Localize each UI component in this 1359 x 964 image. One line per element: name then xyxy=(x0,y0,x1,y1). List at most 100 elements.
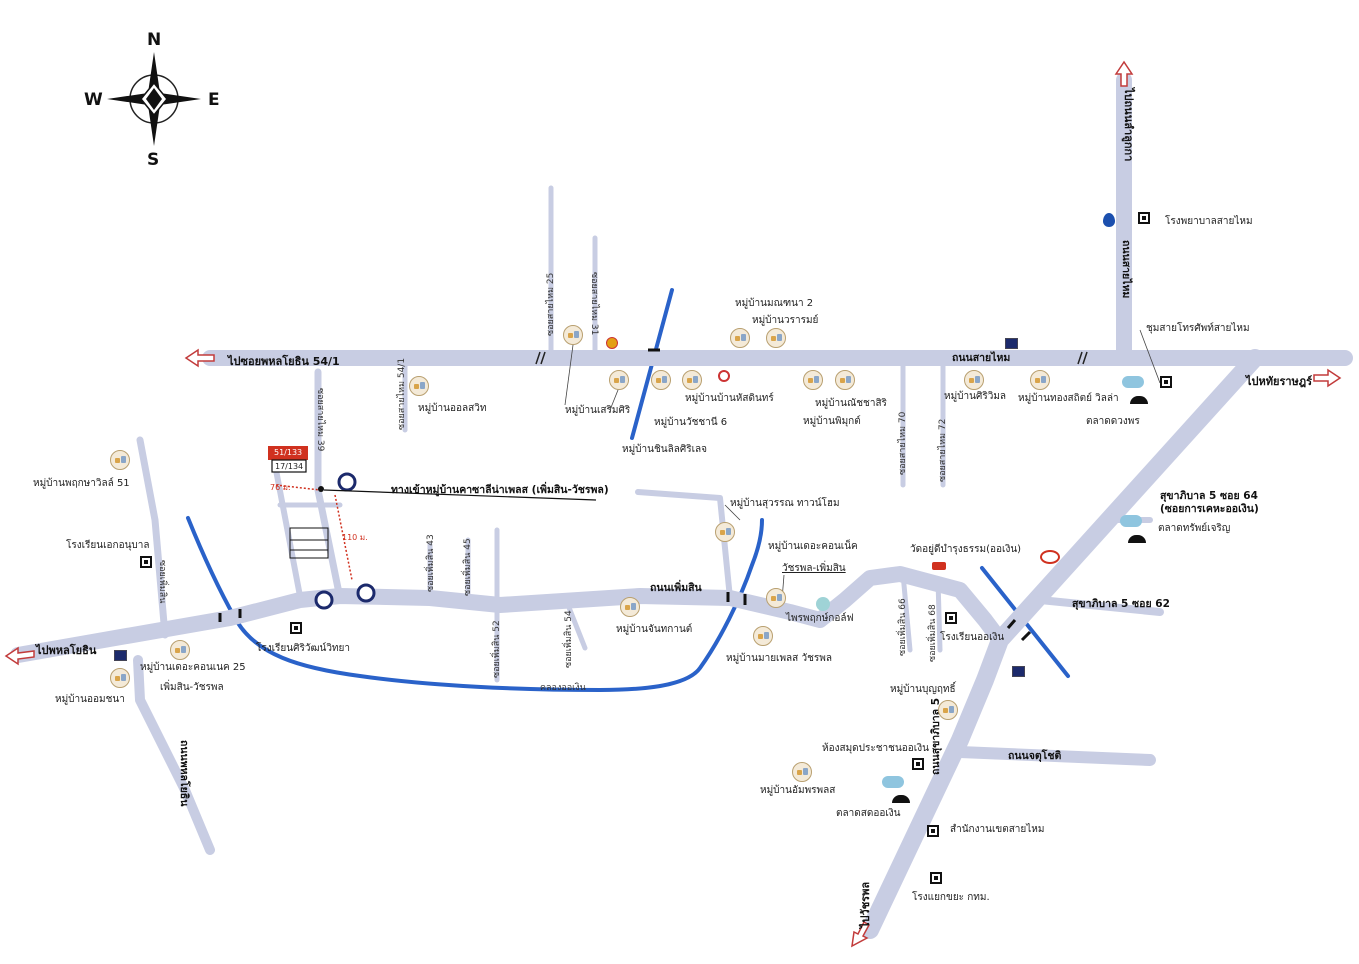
bridges xyxy=(218,348,1032,642)
fuel-station-icon xyxy=(1103,213,1115,227)
road-label-soi31: ซอยสายไหม 31 xyxy=(589,272,599,336)
label-v-sermsiri: หมู่บ้านเสริมศิริ xyxy=(565,405,631,416)
compass-north-label: N xyxy=(147,30,162,50)
label-v-thongsathit: หมู่บ้านทองสถิตย์ วิลล่า xyxy=(1018,393,1119,404)
village-icon xyxy=(753,626,773,646)
label-v-manthana2: หมู่บ้านมณฑนา 2 xyxy=(735,298,814,309)
dest-west-bottom: ไปพหลโยธิน xyxy=(36,644,97,657)
road-label-sukha5-64b: (ซอยการเคหะออเงิน) xyxy=(1160,503,1259,515)
label-v-warom: หมู่บ้านวรารมย์ xyxy=(752,315,819,326)
village-icon xyxy=(110,450,130,470)
entrance-marks xyxy=(268,446,597,581)
golf-icon xyxy=(816,597,830,611)
road-network xyxy=(10,72,1353,939)
label-v-decondo25b: เพิ่มสิน-วัชรพล xyxy=(160,682,224,693)
road-label-chot: ถนนจตุโชติ xyxy=(1008,750,1062,762)
market-cloud-icon xyxy=(1122,376,1144,388)
village-icon xyxy=(620,597,640,617)
label-v-mypolace: หมู่บ้านมายเพลส วัชรพล xyxy=(726,653,832,664)
label-district-office: สำนักงานเขตสายไหม xyxy=(950,824,1045,835)
hospital-icon xyxy=(1138,212,1150,224)
bank-icon xyxy=(1005,338,1018,349)
village-icon xyxy=(1030,370,1050,390)
label-lot-2: 17/134 xyxy=(275,462,304,471)
village-icon xyxy=(803,370,823,390)
road-label-soi68: ซอยเพิ่มสิน 68 xyxy=(928,604,938,662)
road-label-soi72: ซอยสายไหม 72 xyxy=(938,418,948,482)
road-break-marks xyxy=(535,351,1088,365)
label-school-siriwat: โรงเรียนศิริวัฒน์วิทยา xyxy=(256,643,350,654)
village-icon xyxy=(766,328,786,348)
umbrella-icon xyxy=(1128,535,1146,543)
school-icon xyxy=(290,622,302,634)
label-hospital: โรงพยาบาลสายไหม xyxy=(1165,216,1253,227)
village-icon xyxy=(409,376,429,396)
label-market-duangphon: ตลาดดวงพร xyxy=(1086,416,1140,427)
village-icon xyxy=(964,370,984,390)
village-icon xyxy=(563,325,583,345)
label-v-pruksa51: หมู่บ้านพฤกษาวิลล์ 51 xyxy=(33,478,130,489)
label-v-phimuk: หมู่บ้านพิมุกต์ xyxy=(803,416,861,427)
dest-east-top: ไปหทัยราษฎร์ xyxy=(1246,375,1313,388)
road-label-bottom-left: ถนนพหลโยธิน xyxy=(178,740,190,807)
compass-south-label: S xyxy=(147,150,160,170)
compass-west-label: W xyxy=(84,90,103,110)
village-icon xyxy=(682,370,702,390)
label-v-bunrak: หมู่บ้านบุญฤทธิ์ xyxy=(890,684,956,695)
village-icon xyxy=(110,668,130,688)
village-icon xyxy=(651,370,671,390)
label-entrance: ทางเข้าหมู่บ้านคาซาลีน่าเพลส (เพิ่มสิน-ว… xyxy=(391,484,609,496)
road-sukhaphiban5 xyxy=(861,349,1264,939)
road-label-sai-mai: ถนนสายไหม xyxy=(952,352,1011,364)
label-v-decondo25: หมู่บ้านเดอะคอนเนค 25 xyxy=(140,662,246,673)
road-label-soi66: ซอยเพิ่มสิน 66 xyxy=(898,598,908,656)
road-label-soi-left: ซอยเพิ่มสิน xyxy=(157,560,167,604)
label-lot-1: 51/133 xyxy=(274,448,303,457)
umbrella-icon xyxy=(892,795,910,803)
village-icon xyxy=(609,370,629,390)
label-distance-110: 110 ม. xyxy=(342,533,368,542)
village-icon xyxy=(730,328,750,348)
label-v-decondo-2: วัชรพล-เพิ่มสิน xyxy=(782,563,846,574)
label-v-omchana: หมู่บ้านออมชนา xyxy=(55,694,125,705)
road-label-soi39: ซอยสายไหม 39 xyxy=(315,388,325,452)
label-v-hattsin: หมู่บ้านบ้านหัสดินทร์ xyxy=(685,393,774,404)
compass-rose xyxy=(107,52,201,146)
destination-arrows xyxy=(4,60,1342,948)
label-v-surawan: หมู่บ้านสุวรรณ ทาวน์โฮม xyxy=(730,498,840,509)
road-label-north: ถนนสายไหม xyxy=(1120,240,1132,299)
label-library: ห้องสมุดประชาชนออเงิน xyxy=(822,743,929,754)
label-temple: วัดอยู่ดีบำรุงธรรม(ออเงิน) xyxy=(910,544,1022,555)
label-distance-76: 76 ม. xyxy=(270,483,291,492)
village-icon xyxy=(938,700,958,720)
village-icon xyxy=(766,588,786,608)
road-label-soi54: ซอยสายไหม 54/1 xyxy=(397,357,407,430)
telephone-exchange-icon xyxy=(1160,376,1172,388)
label-school-oengoen: โรงเรียนออเงิน xyxy=(940,632,1005,643)
shell-station-icon xyxy=(606,337,618,349)
compass-east-label: E xyxy=(208,90,220,110)
market-cloud-icon xyxy=(882,776,904,788)
hospital-cross-icon xyxy=(718,370,730,382)
label-v-allswit: หมู่บ้านออลสวิท xyxy=(418,403,487,414)
canal-label: คลองออเงิน xyxy=(540,683,586,693)
district-office-icon xyxy=(927,825,939,837)
label-pure-golf: ไพรพฤกษ์กอล์ฟ xyxy=(786,613,854,624)
toyota-logo-icon xyxy=(1040,550,1060,564)
village-icon xyxy=(170,640,190,660)
village-icon xyxy=(715,522,735,542)
label-market-charoen: ตลาดทรัพย์เจริญ xyxy=(1158,523,1231,534)
road-label-soi52: ซอยเพิ่มสิน 52 xyxy=(492,620,502,678)
village-icon xyxy=(835,370,855,390)
garbage-plant-icon xyxy=(930,872,942,884)
road-label-soi25: ซอยสายไหม 25 xyxy=(546,272,556,336)
library-icon xyxy=(912,758,924,770)
bank-icon xyxy=(114,650,127,661)
label-garbage: โรงแยกขยะ กทม. xyxy=(912,892,990,903)
label-v-watchani6: หมู่บ้านวัชชานี 6 xyxy=(654,417,728,428)
umbrella-icon xyxy=(1130,396,1148,404)
school-icon xyxy=(140,556,152,568)
temple-icon xyxy=(932,562,946,570)
